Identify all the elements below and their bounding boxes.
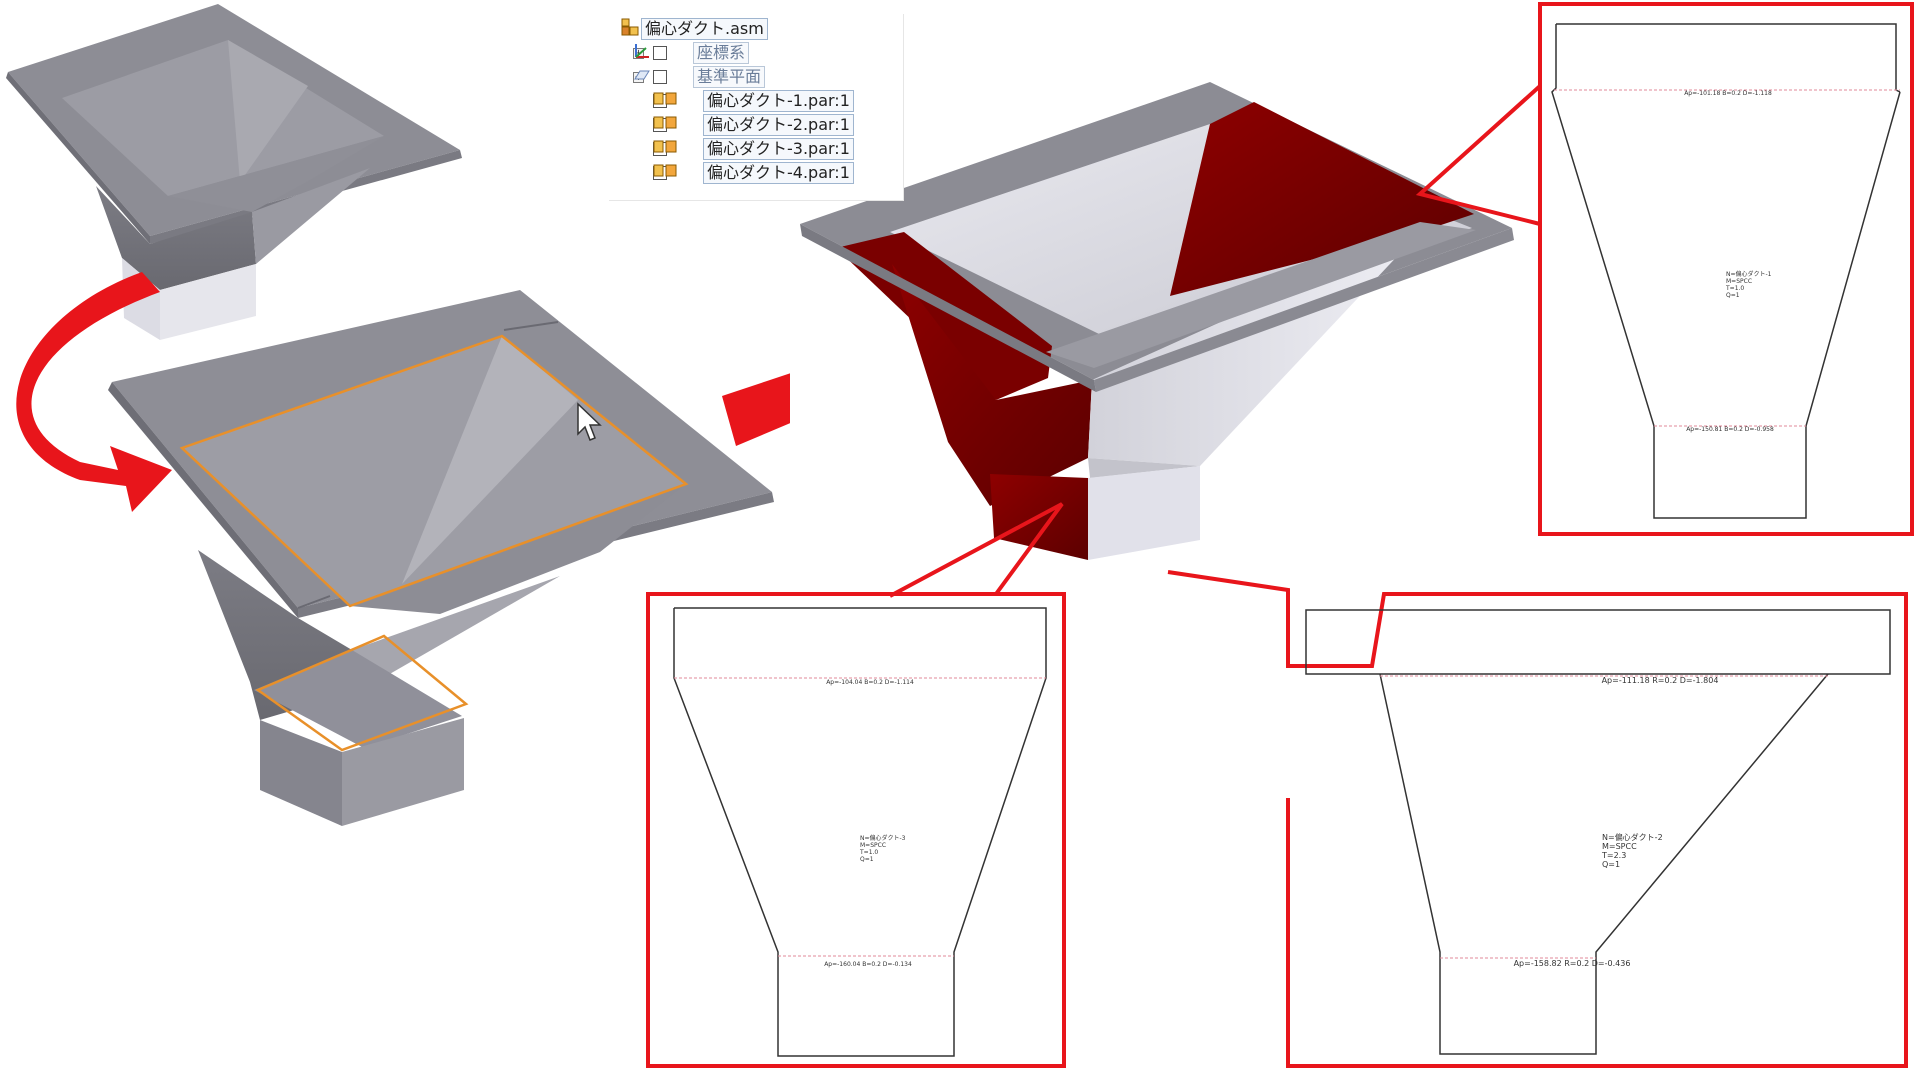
- tree-item-part-2[interactable]: ✓ 偏心ダクト-2.par:1: [653, 114, 854, 136]
- flat-info-thickness: T=1.0: [859, 849, 878, 856]
- tree-item-label: 偏心ダクト-4.par:1: [703, 162, 854, 184]
- flat-info-name: N=偏心ダクト-3: [860, 834, 906, 842]
- flat-info-name: N=偏心ダクト-2: [1602, 832, 1663, 842]
- flat-pattern-3: Ap=-104.04 B=0.2 D=-1.114 Ap=-160.04 B=0…: [646, 592, 1066, 1068]
- flat-info-name: N=偏心ダクト-1: [1726, 270, 1772, 278]
- visibility-checkbox[interactable]: [653, 46, 667, 60]
- reference-plane-icon: [634, 68, 691, 86]
- coordinate-system-icon: [635, 44, 691, 62]
- part-icon: [653, 140, 691, 158]
- tree-root-label: 偏心ダクト.asm: [641, 18, 768, 40]
- visibility-checkbox[interactable]: [653, 70, 667, 84]
- tree-item-reference-plane[interactable]: + 基準平面: [633, 66, 766, 88]
- flat-info-thickness: T=1.0: [1725, 285, 1744, 292]
- flat-bottom-dimension: Ap=-158.82 R=0.2 D=-0.436: [1514, 959, 1631, 968]
- tree-root[interactable]: 偏心ダクト.asm: [621, 18, 768, 40]
- flat-info-material: M=SPCC: [860, 842, 886, 849]
- flat-top-dimension: Ap=-101.18 B=0.2 D=-1.118: [1684, 90, 1772, 97]
- part-icon: [653, 164, 691, 182]
- flat-info-quantity: Q=1: [1726, 292, 1740, 299]
- assembly-icon: [621, 18, 639, 38]
- mouse-cursor-icon: [577, 402, 602, 441]
- callout-frame: [1167, 570, 1908, 1068]
- flat-info-material: M=SPCC: [1726, 278, 1752, 285]
- callout-leaders: [889, 84, 1542, 598]
- tree-item-part-3[interactable]: ✓ 偏心ダクト-3.par:1: [653, 138, 854, 160]
- tree-item-label: 偏心ダクト-3.par:1: [703, 138, 854, 160]
- tree-item-label: 座標系: [693, 42, 750, 64]
- flat-info-material: M=SPCC: [1602, 842, 1637, 851]
- duct-assembly-view: [790, 64, 1522, 584]
- part-icon: [653, 92, 691, 110]
- duct-selected-faces-view: [108, 290, 774, 826]
- curved-arrow-icon: [16, 272, 172, 512]
- flat-pattern-2: Ap=-111.18 R=0.2 D=-1.804 Ap=-158.82 R=0…: [1167, 570, 1908, 1068]
- tree-item-label: 偏心ダクト-1.par:1: [703, 90, 854, 112]
- part-icon: [653, 116, 691, 134]
- assembly-feature-tree: 偏心ダクト.asm + 座標系 + 基準平面 ✓ 偏心ダクト-1.par:1: [609, 14, 904, 201]
- callout-frame: [1538, 2, 1914, 536]
- tree-item-label: 偏心ダクト-2.par:1: [703, 114, 854, 136]
- tree-item-part-1[interactable]: ✓ 偏心ダクト-1.par:1: [653, 90, 854, 112]
- flat-info-quantity: Q=1: [1602, 860, 1620, 869]
- flat-pattern-1: Ap=-101.18 B=0.2 D=-1.118 Ap=-150.81 B=0…: [1538, 2, 1914, 536]
- flat-top-dimension: Ap=-104.04 B=0.2 D=-1.114: [826, 679, 914, 686]
- flat-bottom-dimension: Ap=-160.04 B=0.2 D=-0.134: [824, 961, 912, 968]
- flat-info-thickness: T=2.3: [1601, 851, 1626, 860]
- tree-item-part-4[interactable]: ✓ 偏心ダクト-4.par:1: [653, 162, 854, 184]
- callout-frame: [646, 592, 1066, 1068]
- flat-info-quantity: Q=1: [860, 856, 874, 863]
- tree-item-label: 基準平面: [693, 66, 766, 88]
- flat-bottom-dimension: Ap=-150.81 B=0.2 D=-0.958: [1686, 426, 1774, 433]
- duct-original-view: [6, 4, 462, 340]
- flat-top-dimension: Ap=-111.18 R=0.2 D=-1.804: [1602, 676, 1719, 685]
- tree-item-coordinate-system[interactable]: + 座標系: [633, 42, 750, 64]
